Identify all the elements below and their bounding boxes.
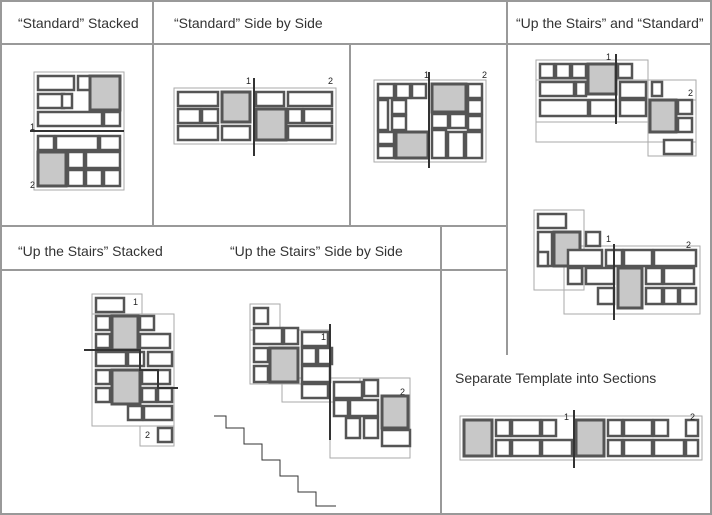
section-number-2: 2 (30, 180, 35, 190)
section-number-1: 1 (564, 412, 569, 422)
section-number-1: 1 (424, 70, 429, 80)
heading-stairs-side-by-side: “Up the Stairs” Side by Side (230, 243, 403, 259)
section-number-1: 1 (246, 76, 251, 86)
standard-side-by-side-template-variant (373, 72, 487, 168)
section-number-2: 2 (686, 240, 691, 250)
separate-template-sections (459, 410, 703, 468)
stairs-side-by-side-template (249, 303, 412, 459)
section-number-1: 1 (321, 332, 326, 342)
staircase-illustration (214, 415, 336, 507)
section-number-2: 2 (400, 387, 405, 397)
standard-stacked-template (30, 71, 125, 191)
section-number-1: 1 (30, 122, 35, 132)
stairs-standard-template-top (535, 54, 697, 157)
heading-standard-stacked: “Standard” Stacked (18, 15, 139, 31)
standard-side-by-side-template (173, 78, 337, 156)
section-number-1: 1 (133, 297, 138, 307)
heading-stairs-stacked: “Up the Stairs” Stacked (18, 243, 163, 259)
section-number-2: 2 (145, 430, 150, 440)
heading-stairs-and-standard: “Up the Stairs” and “Standard” (516, 15, 704, 31)
stairs-standard-template-bottom (533, 209, 701, 320)
section-number-2: 2 (328, 76, 333, 86)
stairs-stacked-template (84, 293, 178, 447)
section-number-1: 1 (606, 52, 611, 62)
section-number-1: 1 (606, 234, 611, 244)
heading-separate-template: Separate Template into Sections (455, 370, 656, 386)
heading-standard-side-by-side: “Standard” Side by Side (174, 15, 323, 31)
section-number-2: 2 (482, 70, 487, 80)
section-number-2: 2 (690, 412, 695, 422)
section-number-2: 2 (688, 88, 693, 98)
